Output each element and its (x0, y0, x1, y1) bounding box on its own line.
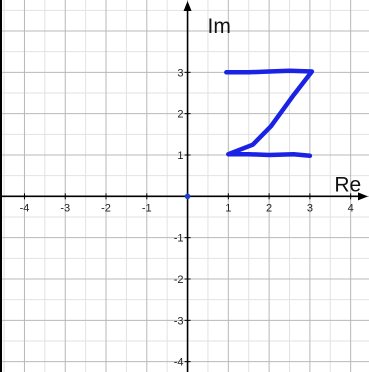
letter-z-stroke (224, 68, 315, 159)
y-tick-label: -2 (174, 274, 184, 286)
x-tick-label: -4 (20, 202, 30, 214)
x-tick-label: 4 (348, 202, 354, 214)
y-tick-label: 3 (177, 67, 183, 79)
y-tick-label: 1 (177, 150, 183, 162)
x-tick-label: -2 (101, 202, 111, 214)
tick-labels: -4 -3 -2 -1 1 2 3 4 -4 -3 -2 -1 1 2 3 (20, 67, 354, 368)
y-tick-label: -1 (174, 233, 184, 245)
real-axis-arrow (358, 192, 368, 201)
x-tick-label: -1 (142, 202, 152, 214)
drawn-letter-z (224, 68, 315, 159)
y-tick-label: -3 (174, 315, 184, 327)
imaginary-axis-arrow (183, 1, 192, 11)
x-tick-label: 2 (266, 202, 272, 214)
origin-point (184, 193, 191, 200)
y-tick-label: -4 (174, 357, 184, 369)
x-tick-label: -3 (60, 202, 70, 214)
imaginary-axis-label: Im (208, 15, 231, 38)
real-axis-label: Re (334, 173, 361, 196)
x-tick-label: 3 (307, 202, 313, 214)
y-tick-label: 2 (177, 109, 183, 121)
x-tick-label: 1 (225, 202, 231, 214)
